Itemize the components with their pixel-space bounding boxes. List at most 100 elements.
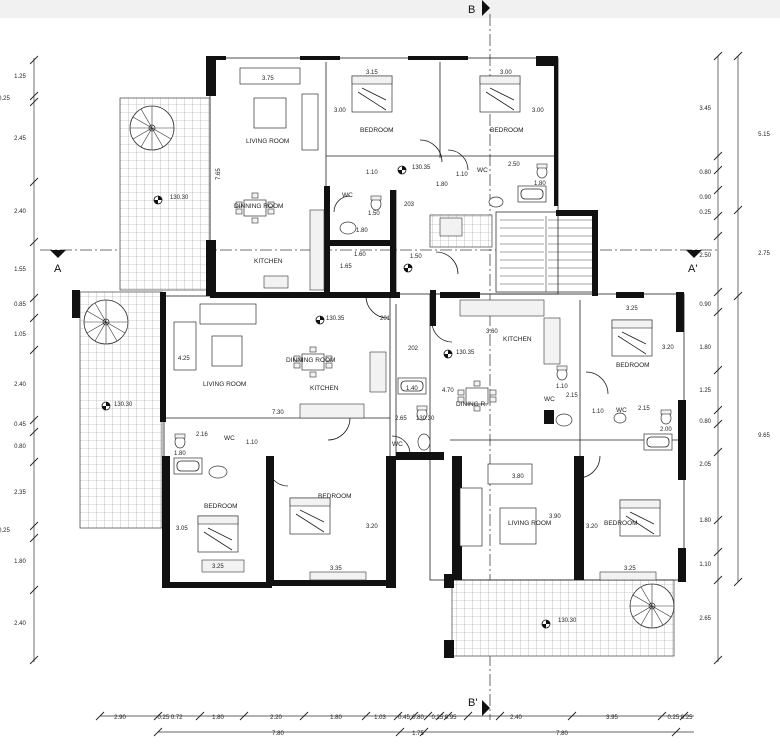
bed-icon: [351, 75, 393, 113]
dimension-label: 2.50: [508, 162, 520, 168]
dimension-label: 1.80: [174, 451, 186, 457]
dimension-tick: [713, 165, 723, 175]
section-mark-right: A': [688, 263, 697, 275]
dimension-label: 3.05: [176, 526, 188, 532]
dimension-label: 2.40: [14, 382, 26, 388]
dimension-label: 2.75: [758, 251, 770, 257]
dimension-label: 2.15: [638, 406, 650, 412]
walls: [72, 56, 686, 658]
section-mark-left: A: [54, 263, 62, 275]
dimension-label: 2.50: [699, 253, 711, 259]
unit-number: 203: [404, 202, 415, 208]
dimension-tick: [29, 293, 39, 303]
dimension-label: 2.05: [699, 462, 711, 468]
dimension-label: 2.35: [14, 490, 26, 496]
dimension-label: 1.80: [356, 228, 368, 234]
dimension-label: 2.65: [699, 616, 711, 622]
dimension-label: 1.10: [246, 440, 258, 446]
dimension-label: 3.80: [512, 474, 524, 480]
dimension-label: 2.00: [660, 427, 672, 433]
level-labels: 130.30130.30130.30130.30130.35130.35130.…: [114, 165, 577, 624]
dimension-label: 1.80: [699, 345, 711, 351]
dimension-label: 3.60: [486, 329, 498, 335]
dimension-label: 7.80: [272, 731, 284, 737]
dimension-tick: [29, 533, 39, 543]
dimension-tick: [95, 711, 105, 721]
unit-number: 202: [408, 346, 419, 352]
dimension-tick: [567, 711, 577, 721]
dimension-label: 9.65: [758, 433, 770, 439]
dimension-label: 1.25: [14, 74, 26, 80]
level-value: 130.30: [114, 402, 133, 408]
dimension-tick: [29, 415, 39, 425]
room-label-kitchen-right: KITCHEN: [503, 336, 532, 343]
dimension-label: 0.25 0.25: [667, 715, 693, 721]
dimension-label: 0.90: [699, 195, 711, 201]
dimension-tick: [153, 711, 163, 721]
dimension-label: 1.55: [14, 267, 26, 273]
dimension-tick: [153, 727, 163, 737]
dimension-tick: [29, 585, 39, 595]
dimension-tick: [195, 711, 205, 721]
level-value: 130.35: [456, 350, 475, 356]
dimension-tick: [29, 313, 39, 323]
dimension-tick: [713, 405, 723, 415]
dimension-tick: [713, 447, 723, 457]
dimension-label: 1.10: [556, 384, 568, 390]
dimension-tick: [443, 711, 453, 721]
dimension-tick: [495, 711, 505, 721]
dimension-label: 3.20: [662, 345, 674, 351]
level-value: 130.30: [416, 416, 435, 422]
dimension-label: 3.25: [624, 566, 636, 572]
dimension-label: 7.30: [272, 410, 284, 416]
dimension-label: 3.75: [262, 76, 274, 82]
level-marker-icon: [403, 263, 413, 273]
dimension-tick: [713, 655, 723, 665]
dimension-label: 2.15: [566, 393, 578, 399]
dimension-tick: [29, 177, 39, 187]
room-label-bedroom-left2: BEDROOM: [318, 493, 352, 500]
dimension-tick: [713, 287, 723, 297]
room-label-kitchen-top: KITCHEN: [254, 258, 283, 265]
spiral-stair-top-icon: [129, 105, 175, 151]
dimension-tick: [299, 711, 309, 721]
dimension-label: 3.00: [334, 108, 346, 114]
dimension-label: 1.50: [410, 254, 422, 260]
dimension-label: 0.25: [0, 96, 10, 102]
dimension-tick: [713, 151, 723, 161]
room-label-bedroom-right2: BEDROOM: [604, 520, 638, 527]
dimension-label: 4.70: [442, 388, 454, 394]
level-marker-icon: [153, 195, 163, 205]
level-marker-icon: [397, 165, 407, 175]
dimension-label: 1.80: [436, 182, 448, 188]
dimension-tick: [671, 727, 681, 737]
level-marker-icon: [101, 401, 111, 411]
dimension-tick: [435, 711, 445, 721]
room-label-living-right: LIVING ROOM: [508, 520, 551, 527]
dimension-label: 2.65: [395, 416, 407, 422]
dimension-label: 1.10: [456, 172, 468, 178]
dimension-tick: [733, 291, 743, 301]
dimension-label: 3.25: [626, 306, 638, 312]
dimension-label: 1.80: [534, 181, 546, 187]
dimension-label: 1.50: [368, 211, 380, 217]
room-label-dining-right: DINING R.: [456, 401, 487, 408]
dimension-tick: [463, 711, 473, 721]
dimension-tick: [713, 231, 723, 241]
dimension-label: 3.15: [366, 70, 378, 76]
level-value: 130.30: [558, 618, 577, 624]
bed-icon: [619, 499, 661, 537]
level-marker-icon: [443, 349, 453, 359]
room-label-bedroom-right1: BEDROOM: [616, 362, 650, 369]
dimension-tick: [713, 307, 723, 317]
dimension-label: 3.45: [699, 106, 711, 112]
section-mark-bottom: B': [468, 697, 477, 709]
room-label-bedroom-top1: BEDROOM: [360, 127, 394, 134]
level-marker-icon: [315, 315, 325, 325]
dimension-label: 3.20: [366, 524, 378, 530]
dimension-label: 2.40: [510, 715, 522, 721]
